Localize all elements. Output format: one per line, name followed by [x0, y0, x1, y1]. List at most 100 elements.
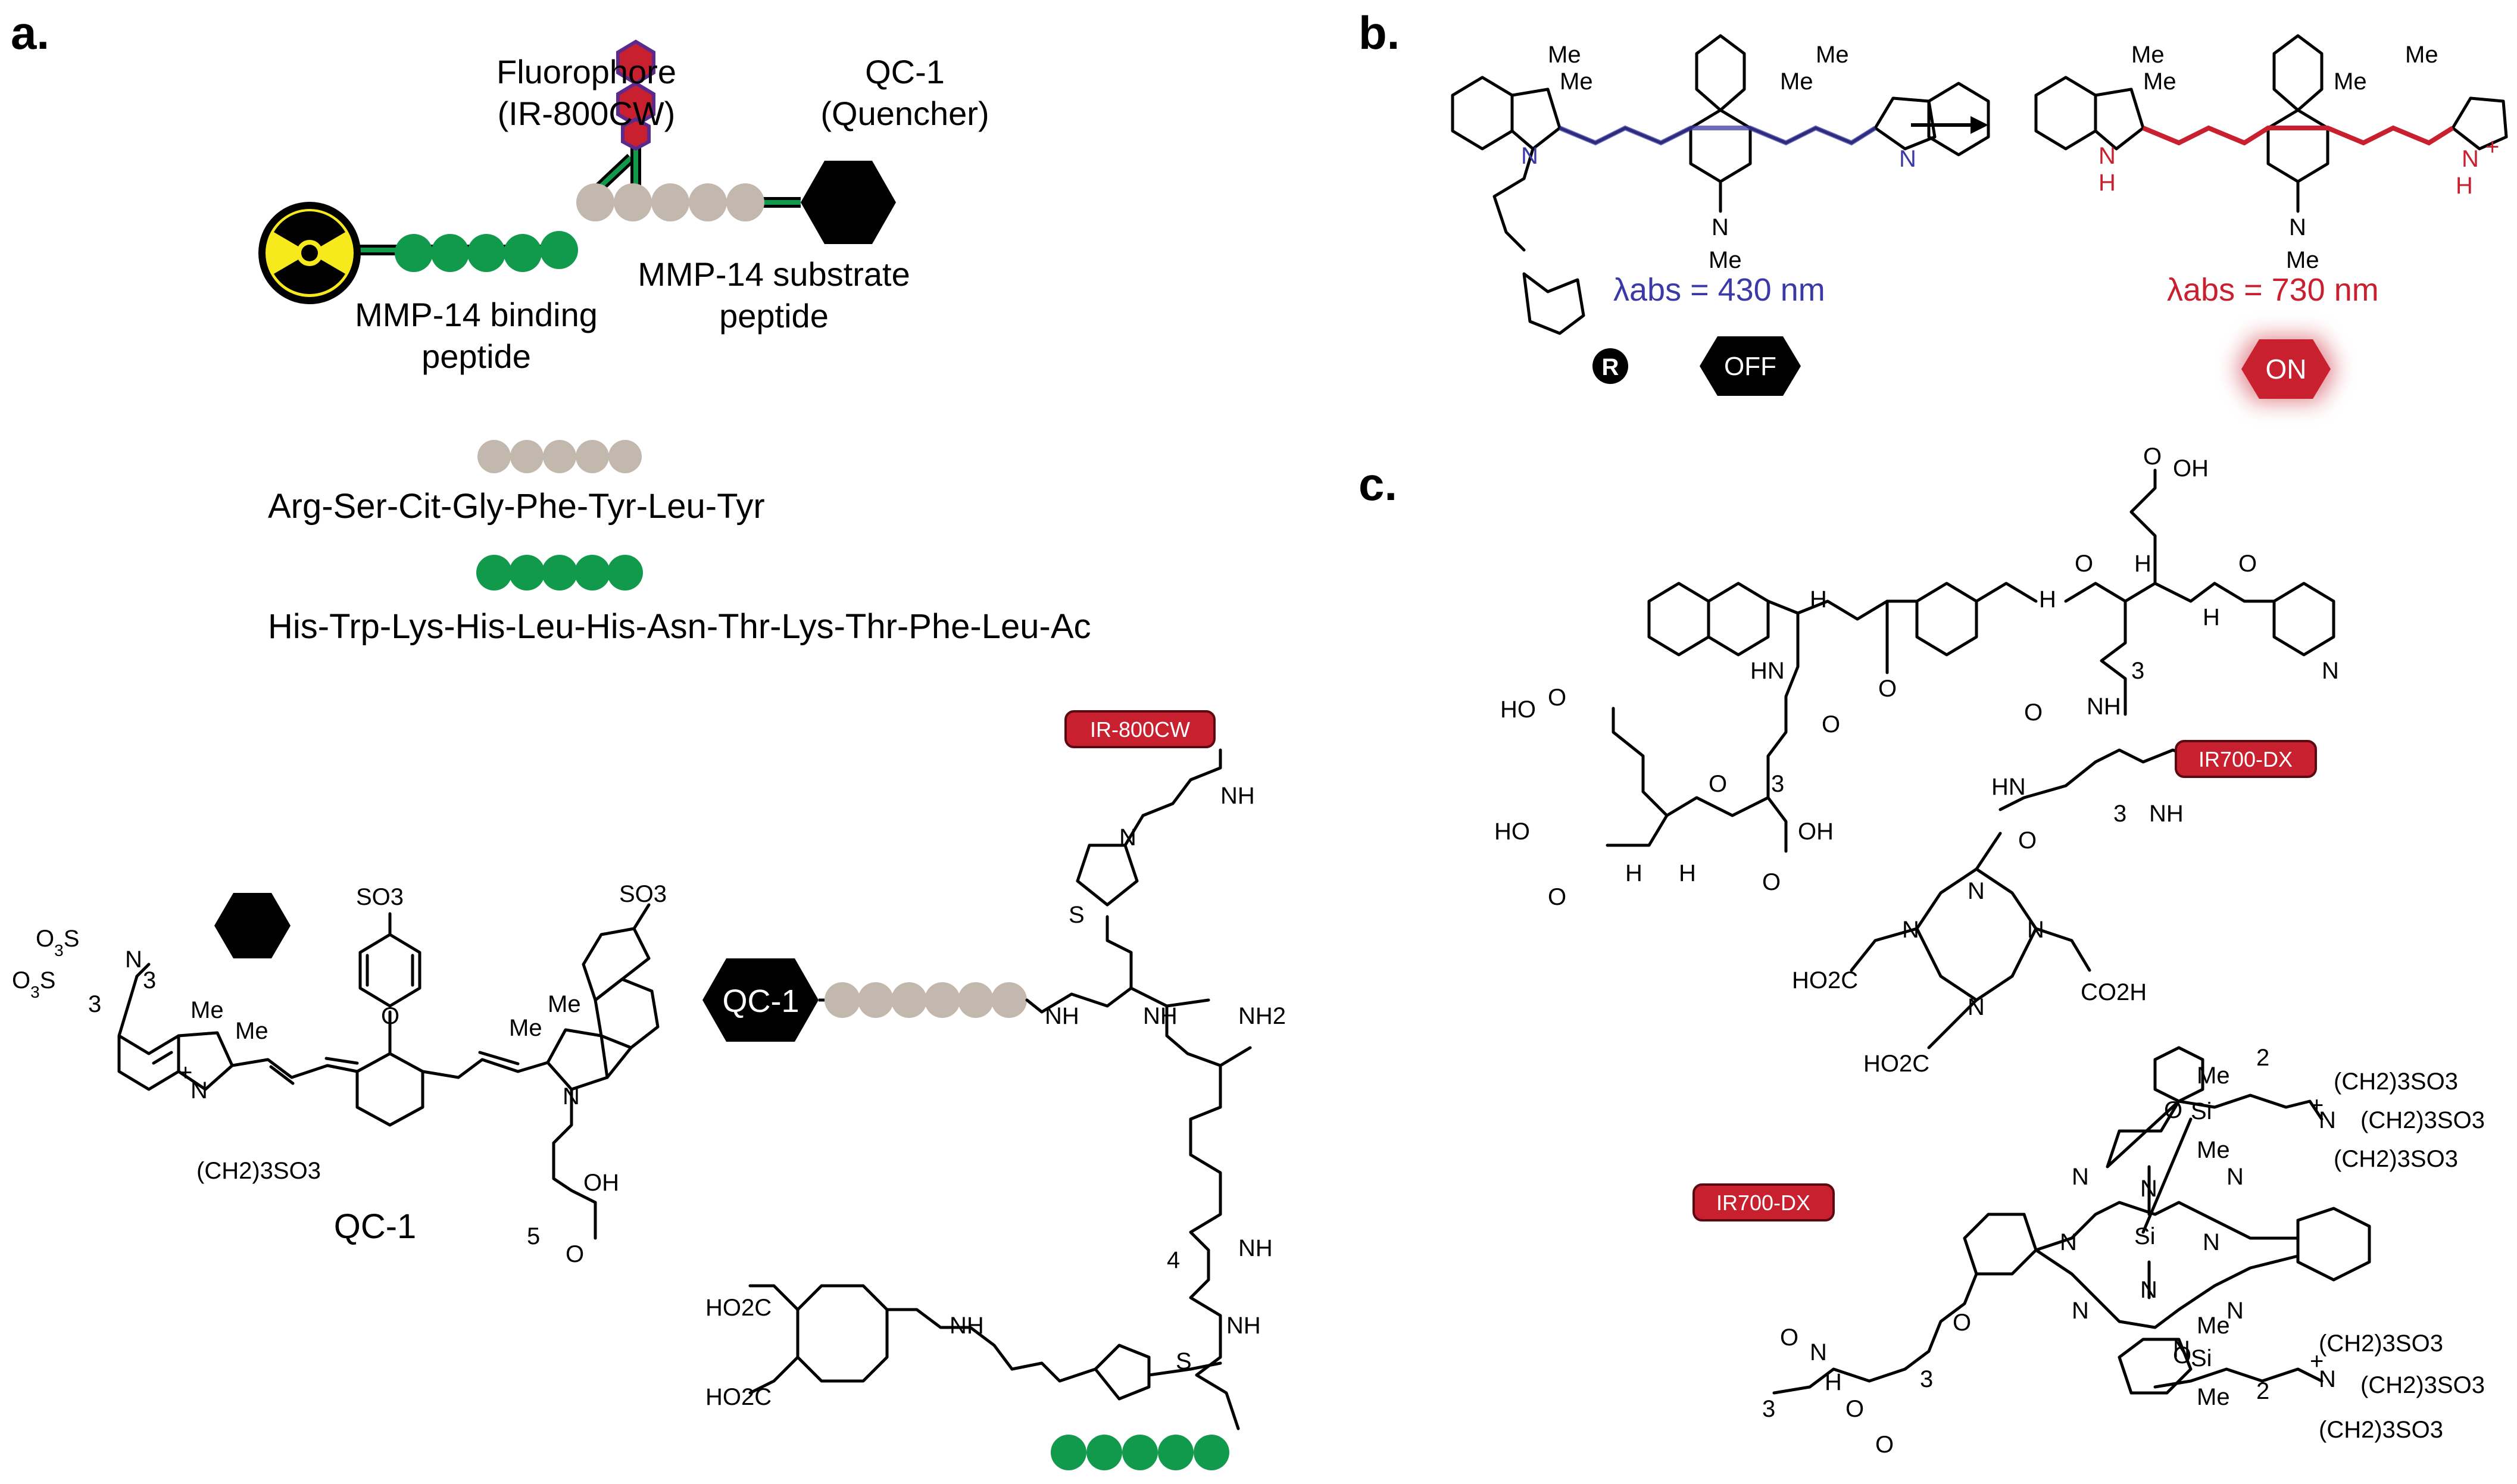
svg-text:O: O	[1875, 1432, 1894, 1458]
binding-peptide-beads	[395, 231, 578, 272]
svg-text:(CH2)3SO3: (CH2)3SO3	[2319, 1417, 2443, 1443]
svg-text:N: N	[563, 1083, 580, 1110]
svg-text:(CH2)3SO3: (CH2)3SO3	[2334, 1069, 2458, 1095]
binding-peptide-label: MMP-14 binding	[355, 296, 598, 333]
cyanine-off-conjugation	[1559, 125, 1877, 146]
svg-text:OFF: OFF	[1724, 352, 1776, 381]
svg-text:Me: Me	[1816, 42, 1849, 68]
qc1-hexagon-icon	[214, 893, 291, 958]
svg-text:NH: NH	[1045, 1003, 1079, 1029]
svg-text:H: H	[1625, 860, 1642, 886]
reaction-arrowhead	[1970, 116, 1988, 134]
svg-text:H: H	[2134, 551, 2151, 577]
probe-structure	[748, 748, 1252, 1430]
ir800cw-badge: IR-800CW	[1064, 710, 1216, 748]
lambda-off: λabs = 430 nm	[1613, 272, 1825, 308]
svg-text:Me: Me	[2405, 42, 2438, 68]
svg-text:O: O	[1878, 676, 1897, 702]
svg-text:(CH2)3SO3: (CH2)3SO3	[2360, 1107, 2485, 1133]
svg-text:N: N	[1968, 994, 1985, 1020]
svg-text:N: N	[1902, 917, 1919, 943]
cyanine-on-conjugation	[2142, 125, 2454, 146]
svg-text:NH: NH	[2087, 693, 2121, 720]
svg-text:O: O	[2024, 699, 2043, 726]
svg-text:O: O	[1845, 1396, 1864, 1422]
svg-text:N: N	[2072, 1298, 2089, 1324]
svg-text:Me: Me	[2197, 1063, 2230, 1089]
svg-text:Me: Me	[2286, 247, 2319, 273]
svg-text:H: H	[2098, 170, 2116, 196]
svg-text:N: N	[2140, 1176, 2157, 1202]
quencher-label: QC-1	[865, 53, 945, 90]
svg-text:IR-800CW: IR-800CW	[1090, 717, 1190, 742]
svg-text:N: N	[1968, 878, 1985, 904]
svg-text:3: 3	[2131, 658, 2144, 684]
svg-text:Me: Me	[509, 1015, 542, 1041]
svg-text:H: H	[1679, 860, 1696, 886]
probe-atom-labels: N NH S NH NH NH2 HO2C HO2C NH NH NH 4 S	[705, 783, 1286, 1410]
svg-text:O: O	[1709, 771, 1727, 797]
svg-text:IR700-DX: IR700-DX	[1716, 1191, 1810, 1215]
svg-text:S: S	[1176, 1348, 1192, 1374]
svg-text:HO2C: HO2C	[1792, 967, 1858, 994]
svg-text:OH: OH	[1798, 818, 1834, 845]
substrate-peptide-label-2: peptide	[719, 297, 829, 335]
svg-text:ON: ON	[2266, 354, 2307, 385]
svg-text:O: O	[2018, 827, 2037, 854]
svg-text:NH: NH	[1143, 1003, 1178, 1029]
svg-text:NH: NH	[1238, 1235, 1273, 1261]
svg-text:Me: Me	[1780, 68, 1813, 95]
ir700dx-structure	[1772, 1046, 2371, 1395]
svg-text:4: 4	[1167, 1247, 1180, 1273]
svg-text:OH: OH	[2173, 455, 2209, 482]
svg-text:OH: OH	[583, 1170, 619, 1196]
lambda-on: λabs = 730 nm	[2167, 272, 2379, 308]
svg-text:HN: HN	[1991, 774, 2026, 800]
svg-text:Me: Me	[2131, 42, 2165, 68]
psma-ligand-structure	[1606, 468, 2335, 1049]
qc1-hexagon-label: QC-1	[702, 958, 819, 1042]
ir700dx-labels: O Si Me Me 2 + N (CH2)3SO3 (CH2)3SO3 (CH…	[1762, 1045, 2485, 1458]
svg-text:O: O	[1548, 685, 1566, 711]
panel-b-label: b.	[1359, 7, 1400, 59]
svg-text:Me: Me	[2143, 68, 2176, 95]
svg-text:5: 5	[527, 1223, 540, 1249]
svg-text:H: H	[1810, 586, 1827, 613]
substrate-peptide-beads	[576, 183, 764, 221]
svg-text:+: +	[2485, 134, 2499, 160]
svg-text:O: O	[381, 1003, 399, 1029]
svg-text:QC-1: QC-1	[722, 983, 799, 1019]
svg-text:Me: Me	[1709, 247, 1742, 273]
svg-text:2: 2	[2256, 1378, 2269, 1404]
svg-text:H: H	[2203, 604, 2220, 630]
svg-text:Si: Si	[2191, 1098, 2212, 1124]
svg-text:NH2: NH2	[1238, 1003, 1286, 1029]
binding-sequence: His-Trp-Lys-His-Leu-His-Asn-Thr-Lys-Thr-…	[268, 607, 1091, 646]
svg-text:(CH2)3SO3: (CH2)3SO3	[2319, 1330, 2443, 1357]
svg-text:NH: NH	[2149, 801, 2184, 827]
svg-text:Me: Me	[2197, 1313, 2230, 1339]
on-hexagon: ON	[2235, 336, 2337, 402]
r-group-icon	[1592, 348, 1628, 384]
svg-text:N: N	[2072, 1164, 2089, 1190]
svg-text:O: O	[1822, 711, 1840, 738]
substrate-sequence: Arg-Ser-Cit-Gly-Phe-Tyr-Leu-Tyr	[268, 487, 765, 526]
svg-text:3: 3	[88, 991, 101, 1017]
svg-text:N: N	[191, 1077, 208, 1104]
svg-text:O: O	[1953, 1310, 1971, 1336]
qc1-name: QC-1	[334, 1207, 417, 1246]
svg-text:SO3: SO3	[356, 884, 404, 910]
svg-text:Me: Me	[548, 991, 581, 1017]
svg-text:3: 3	[1920, 1366, 1933, 1392]
binding-peptide-label-2: peptide	[421, 338, 531, 375]
fluorophore-label-2: (IR-800CW)	[498, 95, 676, 132]
svg-text:Me: Me	[2197, 1137, 2230, 1163]
svg-text:3: 3	[2113, 801, 2126, 827]
off-hexagon: OFF	[1700, 336, 1801, 396]
svg-text:O: O	[2173, 1342, 2191, 1369]
svg-text:3: 3	[1762, 1396, 1775, 1422]
r-group-label: R	[1602, 354, 1619, 380]
svg-text:2: 2	[2256, 1045, 2269, 1071]
svg-text:O3S: O3S	[12, 967, 55, 1001]
